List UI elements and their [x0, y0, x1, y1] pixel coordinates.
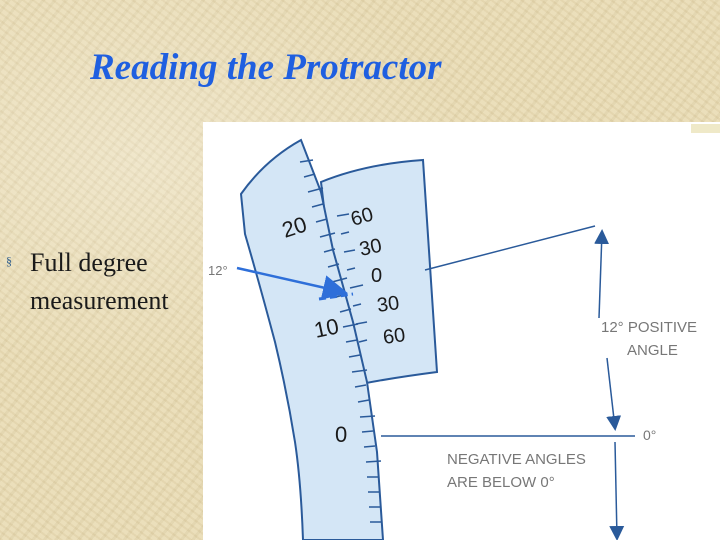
positive-angle-line [424, 225, 596, 271]
corner-strip [691, 124, 720, 133]
protractor-diagram: 20 10 0 60 30 0 30 60 12° 12° POSITIVE A… [208, 124, 720, 540]
negative-angles-label-line1: NEGATIVE ANGLES [447, 451, 586, 468]
vernier-label-30-bottom: 30 [376, 292, 401, 317]
pointer-dash [318, 292, 354, 301]
slide-title: Reading the Protractor [90, 47, 442, 88]
bullet-marker-icon: § [6, 254, 12, 268]
bullet-item: § Full degree measurement [6, 244, 202, 320]
vernier-label-0: 0 [371, 265, 382, 287]
main-scale-label-0: 0 [335, 422, 347, 447]
zero-degree-label: 0° [643, 427, 656, 443]
bullet-text: Full degree measurement [30, 248, 169, 315]
positive-angle-label-line1: 12° POSITIVE [601, 319, 697, 336]
vernier-label-60-bottom: 60 [382, 324, 407, 349]
positive-dimension-line-lower [606, 357, 622, 431]
protractor-figure: 20 10 0 60 30 0 30 60 12° 12° POSITIVE A… [203, 122, 720, 540]
negative-dimension-line [609, 441, 625, 540]
positive-dimension-line [594, 229, 610, 319]
vernier-ticks [336, 213, 368, 343]
main-scale [239, 138, 385, 540]
positive-angle-label-line2: ANGLE [627, 342, 678, 359]
main-scale-label-10: 10 [312, 313, 341, 343]
pointer-arrow [236, 266, 348, 300]
pointer-label: 12° [208, 263, 228, 278]
vernier-label-30-top: 30 [357, 235, 383, 261]
negative-angles-label-line2: ARE BELOW 0° [447, 474, 555, 491]
